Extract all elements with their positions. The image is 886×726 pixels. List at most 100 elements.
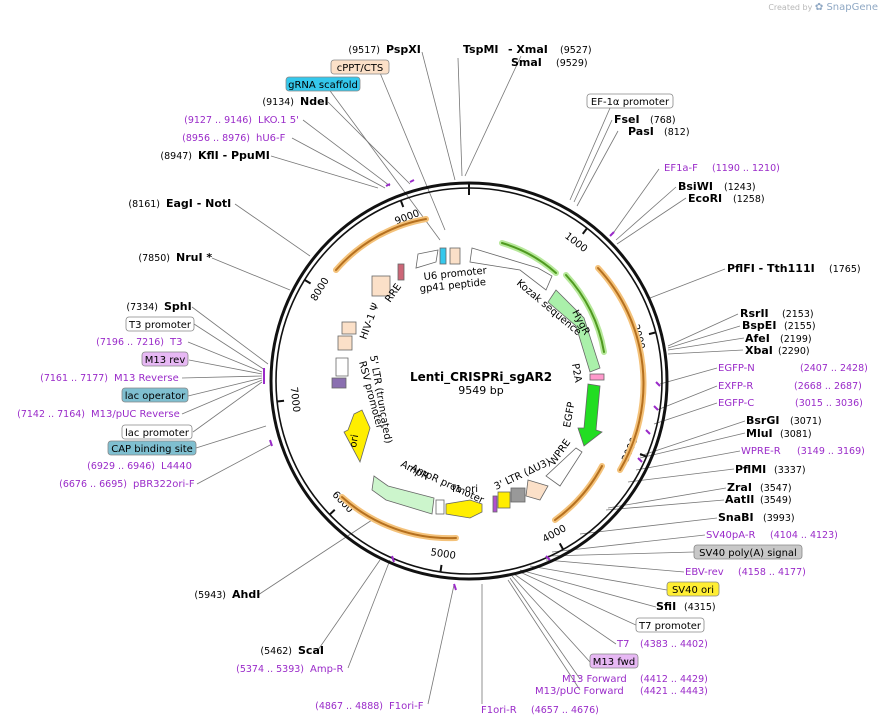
- primer-name: Amp-R: [310, 664, 344, 675]
- feature-hygr: [547, 289, 601, 373]
- feature-sv40-ori: [497, 491, 511, 509]
- box-t7-promoter: [635, 617, 705, 633]
- site-name: PspXI: [386, 43, 421, 56]
- site-name: XbaI: [745, 344, 773, 357]
- primer-num: (3015 .. 3036): [795, 398, 863, 409]
- site-name: TspMI: [463, 43, 499, 56]
- feature-ampr-promoter: [435, 499, 445, 515]
- primer-num: (5374 .. 5393): [236, 664, 304, 675]
- box-label-m13-fwd: M13 fwd: [593, 657, 635, 668]
- box-label-lac-operator: lac operator: [125, 391, 186, 402]
- feature-hiv-psi-2: [341, 321, 357, 335]
- tick-mark: [399, 200, 405, 208]
- feature-wpre: [545, 447, 583, 487]
- site-name: BsrGI: [746, 414, 779, 427]
- primer-mark: [645, 429, 651, 435]
- box-lac-operator: [121, 387, 189, 403]
- box-label-sv40-polya: SV40 poly(A) signal: [699, 548, 797, 559]
- primer-name: WPRE-R: [741, 446, 781, 457]
- tick-mark: [581, 227, 588, 235]
- box-lac-promoter: [121, 424, 193, 440]
- primer-num: (6929 .. 6946): [87, 461, 155, 472]
- box-label-grna: gRNA scaffold: [288, 80, 358, 91]
- site-num: (5462): [260, 646, 292, 657]
- primer-num: (1190 .. 1210): [712, 163, 780, 174]
- feature-label-ori: ori: [348, 434, 361, 449]
- feature-m13-block: [492, 495, 498, 513]
- site-name: ScaI: [298, 644, 324, 657]
- feature-shapes: [331, 247, 605, 519]
- left-site-labels: (9517) PspXI TspMI - XmaI (9527) SmaI (9…: [126, 43, 591, 657]
- primer-num: (3149 .. 3169): [797, 446, 865, 457]
- box-label-sv40-ori: SV40 ori: [672, 585, 714, 596]
- snapgene-logo: ✿ SnapGene: [814, 2, 878, 13]
- feature-3ltr: [525, 479, 549, 501]
- site-num: (7850): [138, 253, 170, 264]
- site-name: MluI: [746, 427, 773, 440]
- primer-mark: [545, 555, 551, 561]
- primer-name: F1ori-F: [389, 701, 424, 712]
- box-sv40-polya: [693, 544, 803, 560]
- primer-name: EBV-rev: [685, 567, 724, 578]
- feature-label-egfp: EGFP: [562, 401, 577, 428]
- feature-ori: [343, 409, 371, 464]
- site-num: (2199): [780, 334, 812, 345]
- right-site-labels: FseI (768) PasI (812) BsiWI (1243) EcoRI…: [614, 113, 861, 613]
- primer-mark: [385, 183, 391, 187]
- site-num: (3547): [760, 483, 792, 494]
- tick-mark: [439, 564, 443, 573]
- site-name: SmaI: [511, 56, 542, 69]
- feature-cppt: [449, 247, 461, 265]
- tick-label: 8000: [309, 276, 332, 303]
- site-name: PasI: [628, 125, 654, 138]
- primer-marks: [263, 179, 661, 591]
- primer-mark: [391, 555, 395, 563]
- primer-name: hU6-F: [256, 133, 286, 144]
- box-label-lac-promoter: lac promoter: [125, 428, 190, 439]
- feature-label-p2a: P2A: [569, 363, 583, 384]
- feature-p2a: [589, 373, 605, 381]
- primer-mark: [609, 231, 615, 237]
- site-num: (5943): [194, 590, 226, 601]
- feature-f1-ori: [445, 499, 483, 519]
- created-by-text: Created by: [768, 3, 813, 12]
- site-num: (3993): [763, 513, 795, 524]
- feature-rsv: [335, 357, 349, 377]
- primer-num: (8956 .. 8976): [182, 133, 250, 144]
- feature-label-hiv-psi: HIV-1 Ψ: [358, 302, 381, 341]
- primer-mark: [269, 439, 273, 447]
- primer-num: (2668 .. 2687): [794, 381, 862, 392]
- primer-num: (4104 .. 4123): [770, 530, 838, 541]
- site-name: PflFI - Tth111I: [727, 262, 815, 275]
- tick-label: 5000: [430, 547, 457, 562]
- box-label-ef1a-promoter: EF-1α promoter: [591, 97, 670, 108]
- orf-arc-top-left: [333, 216, 429, 273]
- box-label-m13-rev: M13 rev: [145, 355, 186, 366]
- primer-name: EXFP-R: [718, 381, 753, 392]
- box-sv40-ori: [666, 581, 720, 597]
- primer-num: (7161 .. 7177): [40, 373, 108, 384]
- tick-mark: [276, 399, 285, 403]
- primer-num: (4867 .. 4888): [315, 701, 383, 712]
- primer-mark: [655, 381, 661, 387]
- primer-name: pBR322ori-F: [133, 479, 195, 490]
- primer-mark: [453, 583, 457, 591]
- primer-num: (4412 .. 4429): [640, 674, 708, 685]
- box-grna: [285, 76, 361, 92]
- site-name: NruI *: [176, 251, 212, 264]
- site-num: (812): [664, 127, 690, 138]
- feature-label-f1-ori: f1 ori: [452, 484, 478, 495]
- primer-num: (7142 .. 7164): [17, 409, 85, 420]
- site-name: BspEI: [742, 319, 776, 332]
- site-num: (3337): [774, 465, 806, 476]
- primer-name: M13/pUC Forward: [535, 686, 624, 697]
- site-num: (3081): [780, 429, 812, 440]
- primer-mark: [409, 179, 415, 183]
- primer-num: (6676 .. 6695): [59, 479, 127, 490]
- feature-grey-block: [510, 487, 526, 503]
- primer-labels: (9127 .. 9146) LKO.1 5' (8956 .. 8976) h…: [17, 115, 868, 716]
- site-num: (9527): [560, 45, 592, 56]
- site-name: EagI - NotI: [166, 197, 231, 210]
- feature-egfp: [577, 383, 603, 447]
